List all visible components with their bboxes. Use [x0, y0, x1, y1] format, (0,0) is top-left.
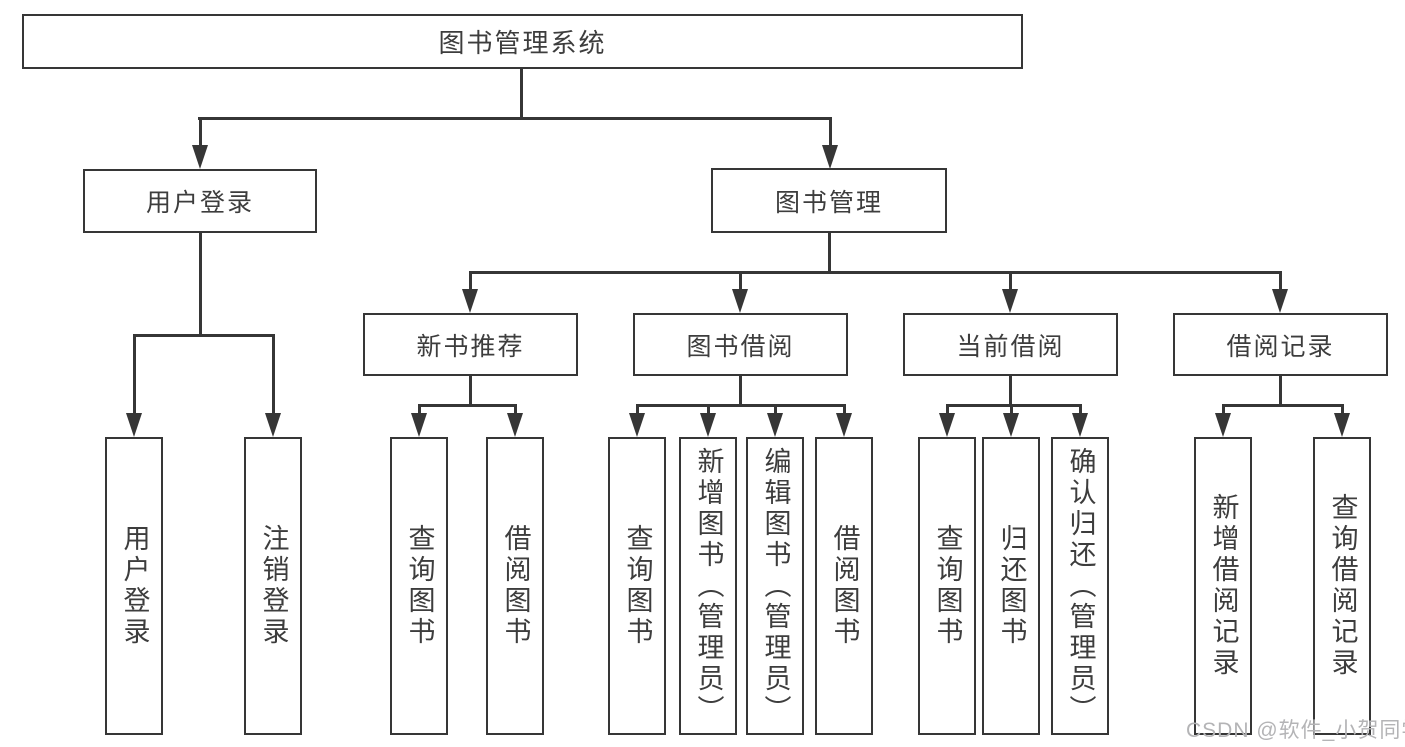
edge-to-leaf-current-confirm [1079, 404, 1082, 416]
leaf-recommend-borrow-books: 借阅图书 [486, 437, 544, 735]
node-new-book-recommend-label: 新书推荐 [416, 332, 525, 361]
edge-to-leaf-recommend-query [418, 404, 421, 416]
leaf-logout: 注销登录 [244, 437, 302, 735]
leaf-recommend-query-books-label: 查询图书 [404, 524, 435, 648]
arrowhead-borrow-records-icon [1272, 289, 1288, 313]
node-borrow-records: 借阅记录 [1173, 313, 1388, 376]
edge-to-leaf-borrow-borrow [843, 404, 846, 416]
node-book-management: 图书管理 [711, 168, 947, 233]
leaf-borrow-borrow-books-label: 借阅图书 [829, 524, 860, 648]
leaf-borrow-query-books: 查询图书 [608, 437, 666, 735]
arrowhead-records-add-icon [1215, 413, 1231, 437]
edge-to-leaf-records-add [1222, 404, 1225, 416]
arrowhead-records-query-icon [1334, 413, 1350, 437]
edge-to-leaf-user-login [133, 334, 136, 416]
edge-to-user-login [199, 117, 202, 147]
leaf-recommend-borrow-books-label: 借阅图书 [500, 524, 531, 648]
leaf-borrow-query-books-label: 查询图书 [622, 524, 653, 648]
edge-level3-rail [469, 271, 1282, 274]
edge-to-leaf-records-query [1341, 404, 1344, 416]
leaf-logout-label: 注销登录 [258, 524, 289, 648]
edge-user-login-rail [133, 334, 274, 337]
edge-to-leaf-logout [272, 334, 275, 416]
leaf-records-query-record-label: 查询借阅记录 [1327, 493, 1358, 679]
arrowhead-borrow-query-icon [629, 413, 645, 437]
edge-to-current-borrow [1009, 271, 1012, 293]
leaf-recommend-query-books: 查询图书 [390, 437, 448, 735]
csdn-watermark: CSDN @软件_小贺同学 [1186, 719, 1405, 742]
arrowhead-new-book-recommend-icon [462, 289, 478, 313]
node-root-label: 图书管理系统 [438, 28, 607, 58]
edge-to-leaf-recommend-borrow [514, 404, 517, 416]
leaf-current-return-books: 归还图书 [982, 437, 1040, 735]
edge-to-leaf-borrow-edit [774, 404, 777, 416]
arrowhead-recommend-borrow-icon [507, 413, 523, 437]
edge-user-login-stem [199, 233, 202, 336]
arrowhead-leaf-logout-icon [265, 413, 281, 437]
node-book-borrow-label: 图书借阅 [686, 332, 795, 361]
leaf-borrow-add-books-admin-label: 新增图书（管理员） [693, 446, 724, 726]
arrowhead-borrow-add-icon [700, 413, 716, 437]
edge-to-leaf-current-return [1010, 404, 1013, 416]
edge-to-borrow-records [1279, 271, 1282, 293]
leaf-records-add-record-label: 新增借阅记录 [1208, 493, 1239, 679]
arrowhead-current-return-icon [1003, 413, 1019, 437]
node-book-borrow: 图书借阅 [633, 313, 848, 376]
leaf-user-login-label: 用户登录 [119, 524, 150, 648]
edge-to-book-borrow [739, 271, 742, 293]
node-user-login-label: 用户登录 [145, 189, 254, 217]
edge-current-rail [946, 404, 1081, 407]
leaf-current-confirm-return-admin: 确认归还（管理员） [1051, 437, 1109, 735]
arrowhead-user-login-icon [192, 145, 208, 169]
leaf-borrow-edit-books-admin-label: 编辑图书（管理员） [760, 446, 791, 726]
leaf-borrow-add-books-admin: 新增图书（管理员） [679, 437, 737, 735]
edge-borrow-stem [739, 376, 742, 407]
leaf-current-query-books: 查询图书 [918, 437, 976, 735]
edge-records-stem [1279, 376, 1282, 407]
edge-to-leaf-borrow-add [707, 404, 710, 416]
leaf-records-add-record: 新增借阅记录 [1194, 437, 1252, 735]
edge-to-new-book-recommend [469, 271, 472, 293]
arrowhead-book-management-icon [822, 145, 838, 169]
edge-records-rail [1222, 404, 1343, 407]
arrowhead-current-borrow-icon [1002, 289, 1018, 313]
arrowhead-borrow-edit-icon [767, 413, 783, 437]
edge-to-leaf-current-query [946, 404, 949, 416]
node-user-login: 用户登录 [83, 169, 317, 233]
arrowhead-borrow-borrow-icon [836, 413, 852, 437]
edge-current-stem [1009, 376, 1012, 407]
arrowhead-recommend-query-icon [411, 413, 427, 437]
edge-recommend-stem [469, 376, 472, 407]
arrowhead-current-query-icon [939, 413, 955, 437]
arrowhead-book-borrow-icon [732, 289, 748, 313]
edge-level2-rail [198, 117, 832, 120]
leaf-current-return-books-label: 归还图书 [996, 524, 1027, 648]
node-root: 图书管理系统 [22, 14, 1023, 69]
node-current-borrow: 当前借阅 [903, 313, 1118, 376]
node-current-borrow-label: 当前借阅 [956, 332, 1065, 361]
edge-book-management-stem [828, 233, 831, 274]
leaf-current-query-books-label: 查询图书 [932, 524, 963, 648]
node-book-management-label: 图书管理 [774, 188, 883, 217]
edge-to-book-management [829, 117, 832, 147]
edge-recommend-rail [418, 404, 517, 407]
leaf-user-login: 用户登录 [105, 437, 163, 735]
edge-root-stem [520, 69, 523, 120]
leaf-current-confirm-return-admin-label: 确认归还（管理员） [1065, 446, 1096, 726]
edge-borrow-rail [636, 404, 845, 407]
edge-to-leaf-borrow-query [636, 404, 639, 416]
node-borrow-records-label: 借阅记录 [1226, 332, 1335, 361]
leaf-records-query-record: 查询借阅记录 [1313, 437, 1371, 735]
arrowhead-leaf-user-login-icon [126, 413, 142, 437]
arrowhead-current-confirm-icon [1072, 413, 1088, 437]
leaf-borrow-edit-books-admin: 编辑图书（管理员） [746, 437, 804, 735]
leaf-borrow-borrow-books: 借阅图书 [815, 437, 873, 735]
node-new-book-recommend: 新书推荐 [363, 313, 578, 376]
